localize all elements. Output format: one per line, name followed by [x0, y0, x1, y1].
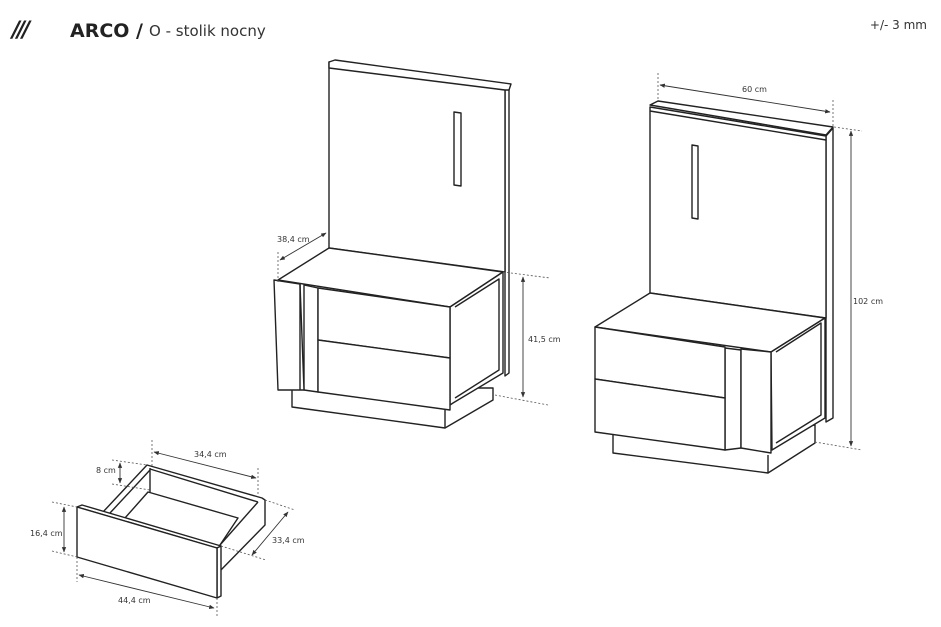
- product-name: O - stolik nocny: [149, 21, 266, 40]
- drawer-bottom: [594, 378, 726, 451]
- headboard-handle: [691, 144, 699, 220]
- dim-inner-width-label: 34,4 cm: [194, 450, 227, 459]
- dim-front-height-label: 16,4 cm: [30, 529, 63, 538]
- drawer-detail: 34,4 cm 8 cm 16,4 cm 33,4 cm 44,4 cm: [30, 440, 305, 618]
- dim-height-label: 41,5 cm: [528, 335, 561, 344]
- tolerance-note: +/- 3 mm: [869, 18, 927, 32]
- dim-side-height-label: 8 cm: [96, 466, 116, 475]
- dim-width-label: 60 cm: [742, 85, 767, 94]
- nightstand-right-view: 60 cm 102 cm: [594, 73, 883, 474]
- dim-depth-label: 33,4 cm: [272, 536, 305, 545]
- dim-total-height-label: 102 cm: [853, 297, 883, 306]
- brand-name: ARCO /: [70, 19, 143, 42]
- brand-logo: ///: [12, 18, 30, 43]
- headboard-handle: [453, 111, 462, 187]
- nightstand-left-view: 38,4 cm 41,5 cm: [273, 59, 561, 429]
- drawer-front: [76, 506, 218, 599]
- header: /// ARCO / O - stolik nocny: [12, 18, 266, 43]
- drawer-bottom: [317, 339, 451, 411]
- dim-depth-label: 38,4 cm: [277, 235, 310, 244]
- dim-front-width-label: 44,4 cm: [118, 596, 151, 605]
